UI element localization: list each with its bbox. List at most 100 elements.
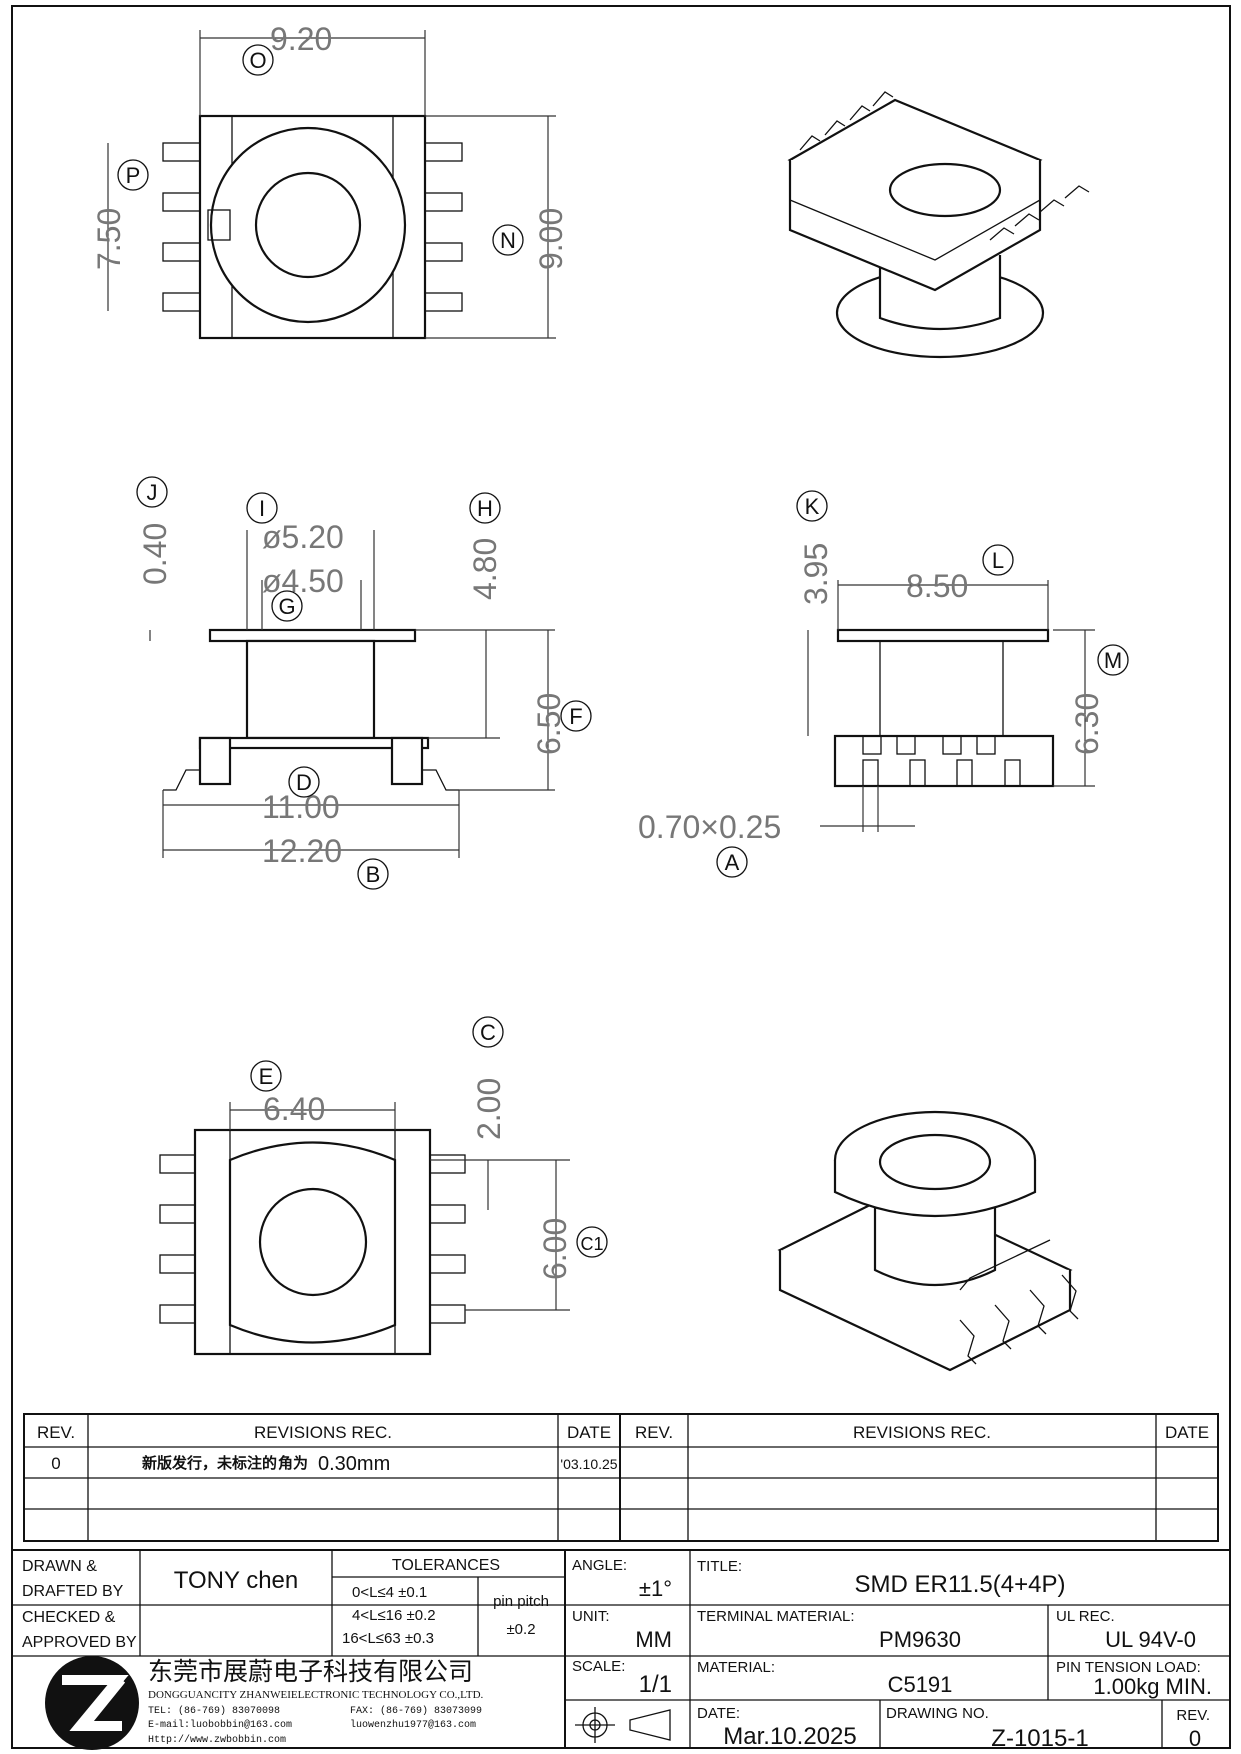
angle-label: ANGLE: [572, 1557, 627, 1574]
svg-text:L: L [992, 548, 1004, 573]
title-label: TITLE: [697, 1558, 742, 1575]
svg-text:H: H [477, 496, 493, 521]
tol-1: 0<L≤4 ±0.1 [352, 1584, 427, 1601]
bottom-view [159, 1102, 570, 1356]
svg-text:G: G [278, 594, 295, 619]
side-view [149, 530, 555, 858]
label-C: C [472, 1016, 504, 1048]
drawn-by: TONY chen [174, 1567, 299, 1594]
svg-text:D: D [296, 770, 312, 795]
company-name-en: DONGGUANCITY ZHANWEIELECTRONIC TECHNOLOG… [148, 1689, 484, 1701]
label-L: L [982, 544, 1014, 576]
svg-text:C1: C1 [580, 1234, 603, 1254]
title-value: SMD ER11.5(4+4P) [855, 1571, 1066, 1598]
dim-A-text: 0.70×0.25 [638, 809, 781, 845]
checked-label-2: APPROVED BY [22, 1634, 137, 1651]
drawing-border [11, 5, 1231, 1749]
label-B: B [357, 858, 389, 890]
projection-symbol-icon [575, 1707, 671, 1743]
rev-value: 0 [1189, 1726, 1201, 1751]
svg-text:P: P [126, 163, 141, 188]
svg-text:F: F [569, 704, 582, 729]
dim-K-text: 3.95 [798, 543, 834, 605]
date-label: DATE: [697, 1705, 740, 1722]
scale-label: SCALE: [572, 1658, 625, 1675]
pin-pitch-label: pin pitch [493, 1593, 549, 1610]
rev-row-0-value: 0.30mm [318, 1453, 390, 1475]
label-A: A [716, 846, 748, 878]
label-O: O [242, 44, 274, 76]
dim-B-text: 12.20 [262, 833, 342, 869]
angle-value: ±1° [639, 1576, 672, 1601]
label-C1: C1 [576, 1226, 608, 1258]
svg-text:A: A [725, 850, 740, 875]
top-view [107, 30, 556, 340]
scale-value: 1/1 [639, 1671, 672, 1698]
ul-value: UL 94V-0 [1105, 1627, 1196, 1652]
drawing-no-label: DRAWING NO. [886, 1705, 989, 1722]
dim-E-text: 6.40 [263, 1091, 325, 1127]
drawn-label-2: DRAFTED BY [22, 1583, 124, 1600]
drawn-label-1: DRAWN & [22, 1558, 97, 1575]
company-tel: TEL: (86-769) 83070098 [148, 1705, 280, 1717]
company-web: Http://www.zwbobbin.com [148, 1734, 286, 1746]
rec-header-1: REVISIONS REC. [254, 1423, 392, 1442]
svg-text:K: K [805, 494, 820, 519]
label-H: H [469, 492, 501, 524]
iso-view-bottom [777, 1110, 1079, 1372]
svg-text:E: E [259, 1064, 274, 1089]
label-N: N [492, 224, 524, 256]
dim-O-text: 9.20 [270, 21, 332, 57]
circled-labels: O P N J I G H F D B K L M A E C C1 [117, 44, 1129, 1258]
label-P: P [117, 159, 149, 191]
front-view [807, 580, 1095, 832]
dim-C1-text: 6.00 [537, 1218, 573, 1280]
dim-M-text: 6.30 [1069, 693, 1105, 755]
terminal-label: TERMINAL MATERIAL: [697, 1608, 855, 1625]
dim-G-text: ø4.50 [262, 563, 344, 599]
dim-H-text: 4.80 [467, 538, 503, 600]
label-J: J [136, 476, 168, 508]
dim-L-text: 8.50 [906, 568, 968, 604]
terminal-value: PM9630 [879, 1627, 961, 1652]
title-block: DRAWN & DRAFTED BY TONY chen CHECKED & A… [12, 1549, 1230, 1752]
dim-P-text: 7.50 [91, 208, 127, 270]
company-email-1: E-mail:luobobbin@163.com [148, 1719, 292, 1731]
label-D: D [288, 766, 320, 798]
company-email-2: luowenzhu1977@163.com [350, 1719, 476, 1731]
date-value: Mar.10.2025 [723, 1723, 856, 1750]
rev-row-0-date: '03.10.25 [560, 1456, 617, 1472]
rev-header-2: REV. [635, 1423, 673, 1442]
label-F: F [560, 700, 592, 732]
tolerances-label: TOLERANCES [392, 1557, 500, 1574]
label-E: E [250, 1060, 282, 1092]
svg-text:I: I [259, 496, 265, 521]
rev-label: REV. [1176, 1707, 1210, 1724]
dim-D-text: 11.00 [262, 789, 340, 825]
svg-text:N: N [500, 228, 516, 253]
date-header-1: DATE [567, 1423, 611, 1442]
svg-text:M: M [1104, 648, 1122, 673]
ul-label: UL REC. [1056, 1608, 1115, 1625]
pin-tension-label: PIN TENSION LOAD: [1056, 1659, 1201, 1676]
material-value: C5191 [888, 1672, 953, 1697]
rev-row-0-note: 新版发行，未标注的 [142, 1454, 277, 1472]
dim-C-text: 2.00 [471, 1078, 507, 1140]
dim-F-text: 6.50 [531, 693, 567, 755]
rev-row-0-rev: 0 [51, 1454, 60, 1473]
svg-text:J: J [147, 480, 158, 505]
material-label: MATERIAL: [697, 1659, 775, 1676]
tol-2: 4<L≤16 ±0.2 [352, 1607, 436, 1624]
rev-row-0-note2: 角为 [278, 1454, 308, 1472]
company-name-cn: 东莞市展蔚电子科技有限公司 [148, 1658, 473, 1686]
company-logo-icon [45, 1656, 139, 1750]
svg-text:B: B [366, 862, 381, 887]
tol-3: 16<L≤63 ±0.3 [342, 1630, 434, 1647]
pin-pitch: ±0.2 [506, 1621, 535, 1638]
dim-J-text: 0.40 [137, 523, 173, 585]
unit-label: UNIT: [572, 1608, 610, 1625]
dim-I-text: ø5.20 [262, 519, 344, 555]
label-M: M [1097, 644, 1129, 676]
iso-view-top [787, 91, 1090, 359]
